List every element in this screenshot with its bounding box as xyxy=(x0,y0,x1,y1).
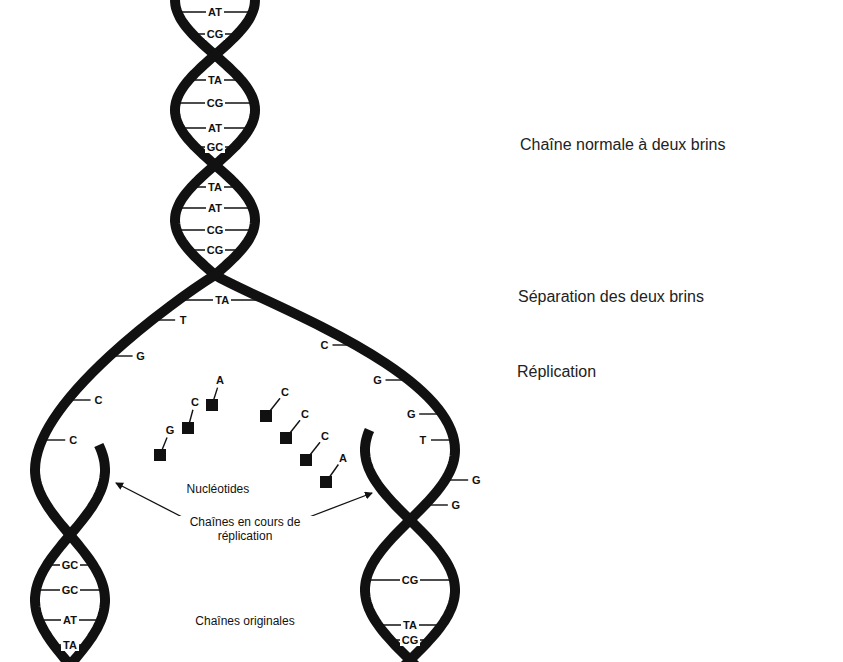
base-pair-label: TA xyxy=(206,181,224,194)
leader-arrow xyxy=(304,493,372,519)
nucleotide-stick xyxy=(188,410,193,428)
base-pair-label: CG xyxy=(205,28,226,41)
base-letter: G xyxy=(371,374,384,387)
base-letter: G xyxy=(470,474,483,487)
base-letter: C xyxy=(319,430,331,443)
base-pair-label: CG xyxy=(400,574,421,587)
base-pair-label: TA xyxy=(61,639,79,652)
base-letter: T xyxy=(178,314,189,327)
stage-label: Chaîne normale à deux brins xyxy=(520,136,725,154)
base-pair-label: AT xyxy=(206,6,224,19)
nucleotide-stick xyxy=(286,420,300,438)
caption-label: Chaînes en cours de réplication xyxy=(170,516,320,544)
base-letter: G xyxy=(134,350,147,363)
new-dna-strand xyxy=(365,430,455,662)
base-letter: C xyxy=(93,394,105,407)
nucleotide-stick xyxy=(326,465,338,482)
base-letter: C xyxy=(279,386,291,399)
dna-strand xyxy=(35,0,255,662)
stage-label: Réplication xyxy=(517,363,596,381)
new-dna-strand xyxy=(35,445,105,662)
base-pair-label: GC xyxy=(60,584,81,597)
base-letter: G xyxy=(450,499,463,512)
base-letter: A xyxy=(337,452,349,465)
base-pair-label: TA xyxy=(206,74,224,87)
base-pair-label: CG xyxy=(205,244,226,257)
base-pair-label: GC xyxy=(60,559,81,572)
base-letter: C xyxy=(299,408,311,421)
base-letter: G xyxy=(164,424,177,437)
caption-label: Nucléotides xyxy=(187,483,250,497)
base-pair-label: AT xyxy=(206,122,224,135)
nucleotide-stick xyxy=(306,442,320,460)
base-pair-label: AT xyxy=(206,202,224,215)
base-pair-label: GC xyxy=(205,141,226,154)
base-letter: C xyxy=(189,396,201,409)
base-pair-label: TA xyxy=(401,619,419,632)
base-letter: T xyxy=(418,434,429,447)
caption-label: Chaînes originales xyxy=(195,615,294,629)
base-pair-label: CG xyxy=(400,634,421,647)
nucleotide-stick xyxy=(160,437,167,455)
nucleotide-stick xyxy=(212,388,218,405)
base-letter: A xyxy=(214,374,226,387)
base-pair-label: AT xyxy=(61,614,79,627)
nucleotide-stick xyxy=(266,398,280,416)
base-letter: G xyxy=(405,408,418,421)
base-pair-label: TA xyxy=(213,294,231,307)
leader-arrow xyxy=(116,483,186,519)
base-pair-label: CG xyxy=(205,224,226,237)
base-letter: C xyxy=(67,434,79,447)
base-pair-label: CG xyxy=(205,97,226,110)
base-letter: C xyxy=(319,339,331,352)
dna-strand xyxy=(175,0,455,662)
stage-label: Séparation des deux brins xyxy=(518,288,704,306)
